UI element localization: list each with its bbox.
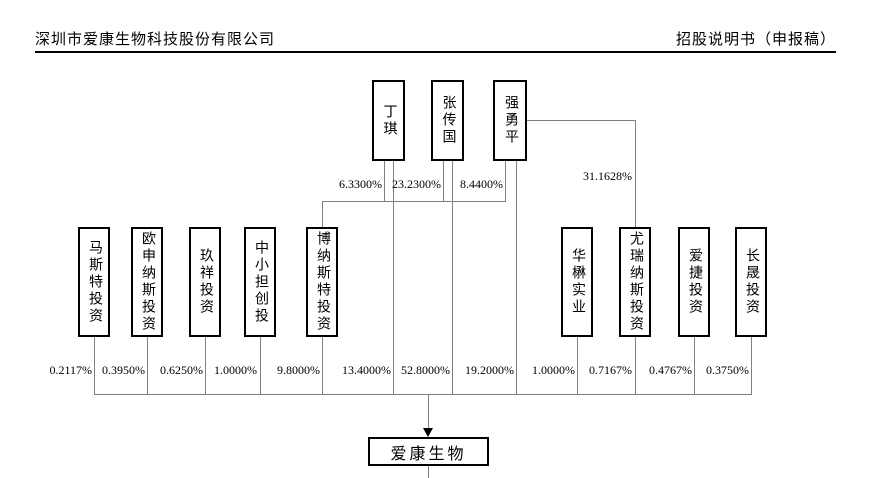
stake-label-zhongxiaodan: 1.0000% <box>214 363 257 377</box>
connector-company-below <box>428 466 429 478</box>
stake-label-huamao: 1.0000% <box>532 363 575 377</box>
stake-label-aijie: 0.4767% <box>649 363 692 377</box>
shareholder-box-dingqi: 丁琪 <box>372 80 405 161</box>
connector-masite-drop <box>94 337 95 394</box>
connector-oushennasi-drop <box>147 337 148 394</box>
connector-dingqi-direct <box>393 161 394 394</box>
entity-box-oushennasi: 欧申纳斯投资 <box>131 227 163 337</box>
connector-bus-to-company <box>428 394 429 429</box>
company-name: 爱康生物 <box>390 445 467 463</box>
arrow-down-icon <box>423 428 433 437</box>
connector-zhangchuanguo-direct <box>452 161 453 394</box>
entity-box-jiuxiang: 玖祥投资 <box>189 227 221 337</box>
connector-bonasite-bus <box>322 201 506 202</box>
header-company-title: 深圳市爱康生物科技股份有限公司 <box>35 32 276 48</box>
shareholder-name: 丁琪 <box>381 103 397 138</box>
connector-youruinasi-drop <box>635 337 636 394</box>
company-box-aikang: 爱康生物 <box>368 437 489 466</box>
stake-label-changsheng: 0.3750% <box>706 363 749 377</box>
entity-box-aijie: 爱捷投资 <box>678 227 710 337</box>
connector-qiangyongping-side <box>527 120 635 121</box>
stake-label-zhangchuanguo-bonasite: 23.2300% <box>392 177 441 191</box>
connector-changsheng-drop <box>751 337 752 394</box>
connector-to-youruinasi-box <box>635 120 636 227</box>
connector-qiangyongping-direct <box>516 161 517 394</box>
shareholder-name: 张传国 <box>440 95 456 146</box>
stake-label-bonasite: 9.8000% <box>277 363 320 377</box>
shareholder-name: 强勇平 <box>503 95 518 146</box>
connector-zhangchuanguo-to-bonasite <box>443 161 444 201</box>
stake-label-qiangyongping-youruinasi: 31.1628% <box>583 169 632 183</box>
entity-name: 爱捷投资 <box>687 248 702 316</box>
entity-name: 华楙实业 <box>570 248 585 316</box>
connector-qiangyongping-to-bonasite <box>505 161 506 201</box>
stake-label-masite: 0.2117% <box>49 363 92 377</box>
stake-label-qiangyongping-bonasite: 8.4400% <box>460 177 503 191</box>
entity-box-youruinasi: 尤瑞纳斯投资 <box>619 227 651 337</box>
entity-box-masite: 马斯特投资 <box>78 227 110 337</box>
entity-box-zhongxiaodan: 中小担创投 <box>244 227 276 337</box>
stake-label-oushennasi: 0.3950% <box>102 363 145 377</box>
entity-name: 玖祥投资 <box>198 248 213 316</box>
entity-name: 长晟投资 <box>744 248 759 316</box>
stake-label-dingqi-direct: 13.4000% <box>342 363 391 377</box>
stake-label-jiuxiang: 0.6250% <box>160 363 203 377</box>
entity-name: 中小担创投 <box>253 239 268 325</box>
shareholder-box-qiangyongping: 强勇平 <box>493 80 527 161</box>
entity-name: 马斯特投资 <box>87 239 102 325</box>
entity-name: 博纳斯特投资 <box>315 231 330 333</box>
connector-zhongxiaodan-drop <box>260 337 261 394</box>
entity-box-huamao: 华楙实业 <box>561 227 593 337</box>
entity-name: 欧申纳斯投资 <box>140 231 155 333</box>
connector-bus-to-bonasite-box <box>322 201 323 227</box>
connector-bonasite-drop <box>322 337 323 394</box>
connector-jiuxiang-drop <box>205 337 206 394</box>
header-rule <box>35 51 836 53</box>
stake-label-zhangchuanguo-direct: 52.8000% <box>401 363 450 377</box>
entity-name: 尤瑞纳斯投资 <box>628 231 643 333</box>
connector-aijie-drop <box>694 337 695 394</box>
entity-box-bonasite: 博纳斯特投资 <box>306 227 338 337</box>
connector-bottom-bus <box>94 394 752 395</box>
connector-huamao-drop <box>577 337 578 394</box>
stake-label-youruinasi: 0.7167% <box>589 363 632 377</box>
shareholder-box-zhangchuanguo: 张传国 <box>431 80 464 161</box>
stake-label-qiangyongping-direct: 19.2000% <box>465 363 514 377</box>
stake-label-dingqi-bonasite: 6.3300% <box>339 177 382 191</box>
connector-dingqi-to-bonasite <box>384 161 385 201</box>
entity-box-changsheng: 长晟投资 <box>735 227 767 337</box>
header-doc-label: 招股说明书（申报稿） <box>675 32 836 48</box>
